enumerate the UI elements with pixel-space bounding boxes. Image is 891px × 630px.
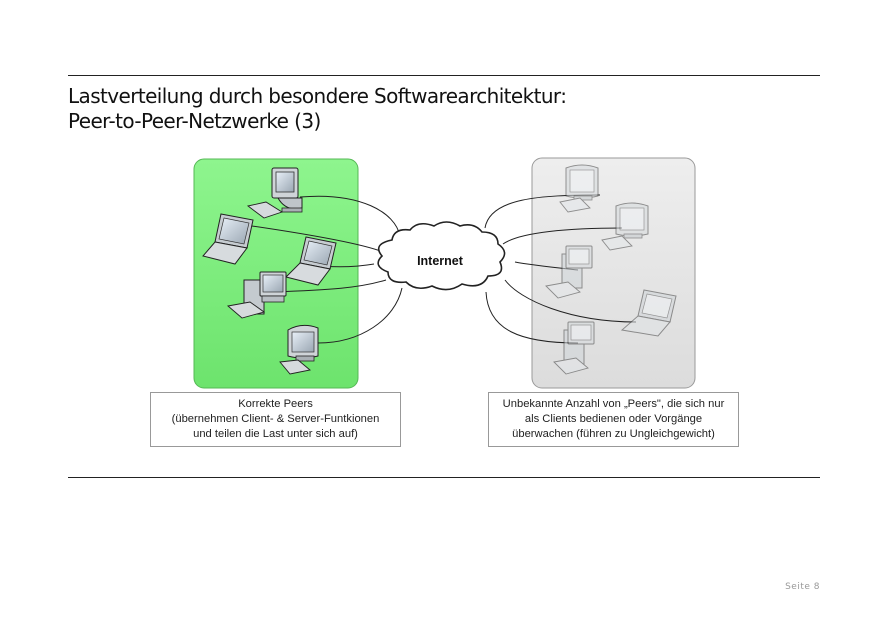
peer-caption-line-3: und teilen die Last unter sich auf)	[193, 428, 358, 440]
laptop-icon	[202, 213, 254, 265]
slide-title: Lastverteilung durch besondere Softwarea…	[68, 84, 808, 134]
monitor-icon	[279, 324, 319, 375]
laptop-icon	[620, 289, 677, 337]
title-line-1: Lastverteilung durch besondere Softwarea…	[68, 84, 567, 108]
internet-cloud-icon: Internet	[377, 221, 506, 291]
desktop-pc-icon	[553, 321, 595, 375]
peer-caption-line-1: Korrekte Peers	[238, 398, 313, 410]
desktop-pc-icon	[226, 271, 287, 319]
title-line-2: Peer-to-Peer-Netzwerke (3)	[68, 109, 321, 133]
monitor-icon	[559, 164, 599, 213]
peer-group-caption: Korrekte Peers (übernehmen Client- & Ser…	[150, 392, 401, 447]
desktop-pc-icon	[545, 245, 593, 299]
top-rule	[68, 75, 820, 76]
client-group-panel	[531, 157, 696, 389]
monitor-icon	[246, 167, 303, 219]
client-caption-line-1: Unbekannte Anzahl von „Peers", die sich …	[502, 398, 725, 410]
laptop-icon	[285, 236, 337, 286]
cloud-label: Internet	[417, 254, 464, 268]
client-group-caption: Unbekannte Anzahl von „Peers", die sich …	[488, 392, 739, 447]
page-number: Seite 8	[785, 582, 820, 592]
monitor-icon	[601, 202, 649, 251]
peer-caption-line-2: (übernehmen Client- & Server-Funtkionen	[171, 413, 380, 425]
client-caption-line-3: überwachen (führen zu Ungleichgewicht)	[512, 428, 715, 440]
bottom-rule	[68, 477, 820, 478]
client-caption-line-2: als Clients bedienen oder Vorgänge	[524, 413, 703, 425]
